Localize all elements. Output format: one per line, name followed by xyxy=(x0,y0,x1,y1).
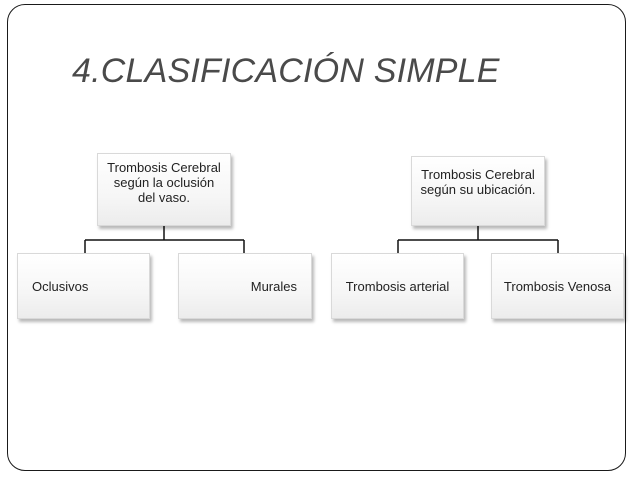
right-root-node: Trombosis Cerebral según su ubicación. xyxy=(411,156,545,226)
right-child-node-1: Trombosis arterial xyxy=(331,253,464,319)
left-child-node-1: Oclusivos xyxy=(17,253,150,319)
left-root-node: Trombosis Cerebral según la oclusión del… xyxy=(97,153,231,226)
right-child-node-2: Trombosis Venosa xyxy=(491,253,624,319)
slide-title: 4.CLASIFICACIÓN SIMPLE xyxy=(72,52,500,90)
slide-frame xyxy=(7,4,626,471)
left-child-node-2: Murales xyxy=(178,253,312,319)
